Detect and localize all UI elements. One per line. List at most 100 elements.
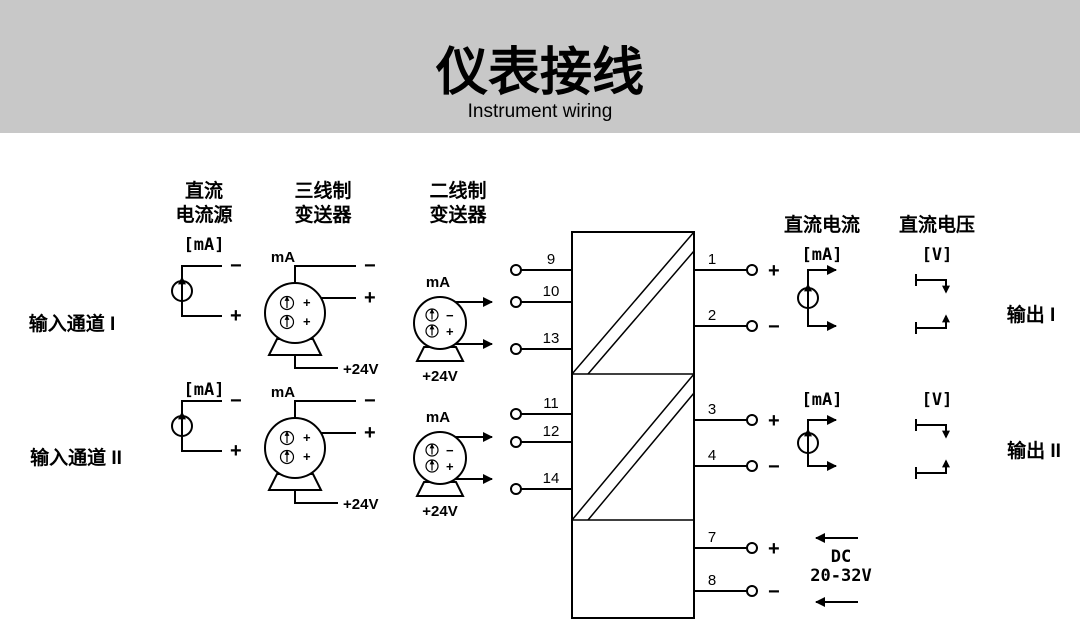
dc-source-header-line1: 直流 xyxy=(185,179,223,202)
plus-sign: + xyxy=(303,430,311,445)
dc-voltage-header: 直流电压 xyxy=(899,213,975,236)
plus-sign: + xyxy=(230,305,242,327)
plus24v-label: +24V xyxy=(422,368,457,385)
minus-sign: − xyxy=(768,316,780,338)
terminal-number-9: 9 xyxy=(547,251,555,268)
tx1-minus-lead xyxy=(294,265,356,283)
terminal-dot xyxy=(746,460,758,472)
terminal-dot xyxy=(510,343,522,355)
transmitter-body-icon xyxy=(413,296,467,350)
dc-source-header-line2: 电流源 xyxy=(175,203,232,226)
isolator-block xyxy=(571,231,695,619)
plus24v-label: +24V xyxy=(343,361,378,378)
isolation-diagonal xyxy=(587,250,695,375)
isolator-body xyxy=(571,231,695,619)
output-1-label: 输出 I xyxy=(1007,303,1056,326)
transmitter-body-icon xyxy=(264,417,326,479)
channel-labels: 输入通道 I 输入通道 II 输出 I 输出 II xyxy=(29,303,1061,469)
terminal-number-2: 2 xyxy=(708,307,716,324)
terminal-dot xyxy=(510,483,522,495)
terminal-number-12: 12 xyxy=(543,423,560,440)
isolation-diagonal xyxy=(571,231,695,375)
terminal-number-4: 4 xyxy=(708,447,716,464)
terminal-dot xyxy=(746,414,758,426)
page-title: 仪表接线 xyxy=(435,44,644,102)
plus-sign: + xyxy=(303,449,311,464)
dc-source-2-unit: [mA] xyxy=(184,380,225,400)
source2-plus-lead xyxy=(181,436,222,452)
power-dc-label: DC xyxy=(831,547,851,567)
two-wire-transmitter-1: mA − + +24V xyxy=(413,274,493,385)
minus-sign: − xyxy=(446,443,454,458)
minus-sign: − xyxy=(768,456,780,478)
two-wire-header-line1: 二线制 xyxy=(429,179,486,202)
terminal-dot xyxy=(510,436,522,448)
power-range-label: 20-32V xyxy=(810,566,871,586)
terminal-dot xyxy=(746,264,758,276)
terminal-dot xyxy=(746,585,758,597)
plus-sign: + xyxy=(446,459,454,474)
terminal-number-14: 14 xyxy=(543,470,560,487)
dc-voltage-load-1 xyxy=(915,274,950,334)
plus24v-label: +24V xyxy=(343,496,378,513)
plus-sign: + xyxy=(303,295,311,310)
plus-sign: + xyxy=(364,287,376,309)
ma-label: mA xyxy=(271,249,295,266)
dc-voltage-unit-2: [V] xyxy=(922,390,953,410)
dc-current-unit: [mA] xyxy=(802,245,843,265)
minus-sign: − xyxy=(230,390,242,412)
ma-label: mA xyxy=(271,384,295,401)
plus24v-label: +24V xyxy=(422,503,457,520)
input-channel-1-label: 输入通道 I xyxy=(29,312,116,335)
dc-voltage-load-2 xyxy=(915,419,950,479)
power-supply: DC 20-32V xyxy=(810,533,872,607)
terminal-dot xyxy=(746,320,758,332)
tx2-minus-lead xyxy=(294,400,356,418)
source2-minus-lead xyxy=(181,400,222,416)
three-wire-transmitter-2: mA + + − + +24V xyxy=(264,384,378,513)
tx2-24v-lead xyxy=(294,490,338,504)
meter1-top-lead xyxy=(807,265,837,288)
input-channel-2-label: 输入通道 II xyxy=(30,446,122,469)
voltage2-top-lead xyxy=(916,424,950,439)
voltage1-top-lead xyxy=(916,279,950,294)
minus-sign: − xyxy=(364,255,376,277)
voltage2-bottom-lead xyxy=(916,459,950,474)
plus-sign: + xyxy=(768,538,780,560)
plus-sign: + xyxy=(364,422,376,444)
minus-sign: − xyxy=(446,308,454,323)
isolation-diagonal xyxy=(587,392,695,521)
input-terminals: 9 10 13 11 12 14 xyxy=(510,251,572,495)
dc-current-unit-2: [mA] xyxy=(802,390,843,410)
transmitter-body-icon xyxy=(413,431,467,485)
terminal-number-10: 10 xyxy=(543,283,560,300)
terminal-dot xyxy=(510,408,522,420)
terminal-number-8: 8 xyxy=(708,572,716,589)
header-band xyxy=(0,0,1080,133)
two-wire-transmitter-2: mA − + +24V xyxy=(413,409,493,520)
output-terminals: 1 + 2 − 3 + 4 − 7 + 8 − xyxy=(694,251,780,603)
minus-sign: − xyxy=(364,390,376,412)
ma-label: mA xyxy=(426,274,450,291)
plus-sign: + xyxy=(768,410,780,432)
meter2-bottom-lead xyxy=(807,453,837,471)
source1-minus-lead xyxy=(181,265,222,281)
minus-sign: − xyxy=(768,581,780,603)
tx1-24v-lead xyxy=(294,355,338,369)
dc-source-unit: [mA] xyxy=(184,235,225,255)
plus-sign: + xyxy=(446,324,454,339)
minus-sign: − xyxy=(230,255,242,277)
dc-current-meter-2 xyxy=(797,415,837,471)
terminal-number-1: 1 xyxy=(708,251,716,268)
transmitter-body-icon xyxy=(264,282,326,344)
meter1-bottom-lead xyxy=(807,308,837,331)
output-2-label: 输出 II xyxy=(1007,439,1061,462)
dc-current-source-1: − + xyxy=(171,255,242,327)
output-headers: 直流电流 [mA] 直流电压 [V] [mA] [V] xyxy=(784,213,975,410)
column-headers: 直流 电流源 [mA] 三线制 变送器 二线制 变送器 xyxy=(175,179,487,255)
ma-label: mA xyxy=(426,409,450,426)
header: 仪表接线 Instrument wiring xyxy=(0,0,1080,133)
dc-current-header: 直流电流 xyxy=(784,213,860,236)
